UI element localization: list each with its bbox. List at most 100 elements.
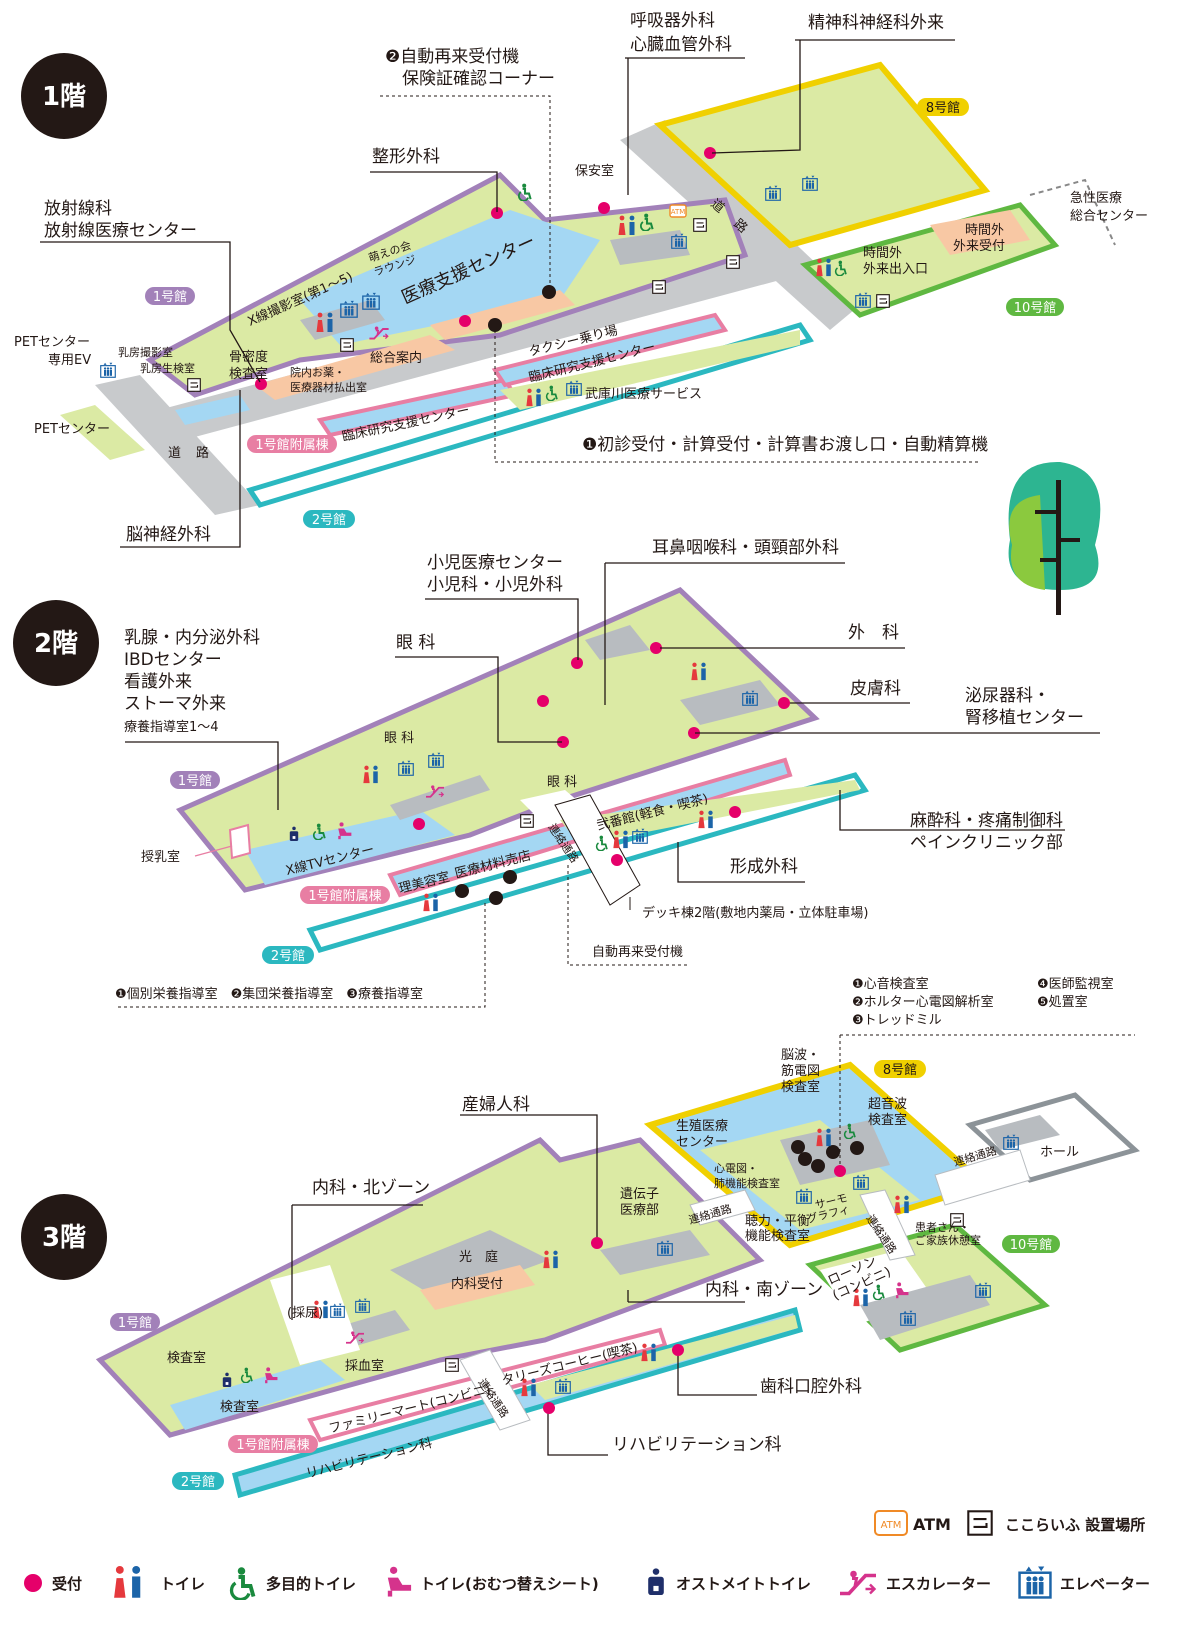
legend-toilet-icon <box>114 1565 141 1598</box>
kokoraifu-icon <box>445 1358 459 1372</box>
callout-urology-2: 腎移植センター <box>965 708 1084 728</box>
room-hearing-1: 聴力・平衡 <box>745 1214 810 1229</box>
reception-dot <box>491 207 503 219</box>
callout-cardio: 心臓血管外科 <box>630 35 732 55</box>
reception-dot <box>672 1344 684 1356</box>
reception-dot <box>704 147 716 159</box>
callout-heart-tests: ❶心音検査室 <box>852 976 929 992</box>
room-pet: PETセンター <box>34 422 110 437</box>
callout-breast-5: 療養指導室1～4 <box>124 719 219 735</box>
floor-1-badge-label: 1階 <box>42 82 86 112</box>
callout-first-visit: ❶初診受付・計算受付・計算書お渡し口・自動精算機 <box>582 435 988 455</box>
callout-ultrasound-2: 検査室 <box>868 1112 907 1128</box>
room-after-hours-reception-2: 外来受付 <box>953 239 1005 254</box>
callout-breast-1: 乳腺・内分泌外科 <box>124 628 260 648</box>
road <box>95 375 260 515</box>
legend-elevator: エレベーター <box>1060 1575 1150 1593</box>
building-badge <box>110 1313 160 1331</box>
reception-dot <box>571 657 583 669</box>
callout-auto-reception-2: 保険証確認コーナー <box>402 69 555 89</box>
reception-dot <box>611 854 623 866</box>
corridor <box>934 1149 1031 1206</box>
kokoraifu-icon <box>520 814 534 828</box>
building-2-inner <box>530 1315 798 1400</box>
gray-core <box>390 1230 550 1300</box>
reception-dot <box>255 378 267 390</box>
building-badge-label: 1号館附属棟 <box>236 1438 309 1453</box>
callout-lines <box>291 1114 757 1456</box>
marker-1 <box>488 318 502 332</box>
legend-ostomate: オストメイトトイレ <box>676 1575 811 1593</box>
room-blood: 採血室 <box>345 1358 384 1374</box>
room-genetic-1: 遺伝子 <box>620 1187 659 1202</box>
reception-dot <box>537 695 549 707</box>
marker-5 <box>850 1141 864 1155</box>
legend-atm-icon-label: ATM <box>881 1520 902 1531</box>
callout-ultrasound-1: 超音波 <box>868 1096 907 1112</box>
callout-auto-reception: 自動再来受付機 <box>592 945 683 960</box>
xray-tv-area <box>245 810 455 885</box>
tree-illustration <box>1008 461 1101 615</box>
room-security: 保安室 <box>575 163 614 179</box>
nursing-room-line <box>194 845 233 857</box>
legend-reception-dot <box>24 1574 42 1592</box>
legend-reception: 受付 <box>52 1575 82 1593</box>
legend-multi-toilet: 多目的トイレ <box>266 1575 356 1593</box>
callout-respiratory: 呼吸器外科 <box>630 11 715 31</box>
callout-lines-dashed <box>380 95 980 463</box>
room-courtyard: 光 庭 <box>459 1249 498 1265</box>
room-pet-ev-1: PETセンター <box>14 335 90 350</box>
corridor <box>459 1349 531 1431</box>
room-pharmacy-2: 医療器材払出室 <box>290 380 367 394</box>
callout-eeg-3: 検査室 <box>781 1079 820 1095</box>
building-badge-label: 2号館 <box>271 949 305 964</box>
callout-anesthesia-2: ペインクリニック部 <box>910 833 1063 853</box>
callout-derma: 皮膚科 <box>850 679 901 699</box>
callout-breast-3: 看護外来 <box>124 672 192 692</box>
callout-emergency-2: 総合センター <box>1070 209 1148 224</box>
gray-core <box>390 775 490 820</box>
building-badge <box>262 946 314 964</box>
callout-lines-dashed <box>115 865 690 1008</box>
legend-toilet: トイレ <box>160 1575 205 1593</box>
callout-psych: 精神科神経科外来 <box>808 13 944 33</box>
building-badge-label: 10号館 <box>1010 1238 1053 1253</box>
reception-dot <box>413 818 425 830</box>
room-mukogawa: 武庫川医療サービス <box>585 387 702 402</box>
callout-treadmill: ❸トレッドミル <box>852 1013 942 1028</box>
kokoraifu-icon <box>876 294 890 308</box>
kokoraifu-icon <box>693 218 707 232</box>
floor-2: 2階 <box>13 538 1100 1008</box>
gray-core <box>610 230 690 265</box>
road <box>140 250 780 445</box>
elevator-icon <box>100 362 116 378</box>
floor-1: 1階 <box>14 11 1148 548</box>
building-badge <box>917 98 969 116</box>
kokoraifu-icon <box>726 255 740 269</box>
callout-nursing-room: 授乳室 <box>141 849 180 865</box>
callout-neurosurgery: 脳神経外科 <box>126 525 211 545</box>
building-badge <box>172 1472 224 1490</box>
building-badge-label: 8号館 <box>926 101 960 116</box>
callout-radiology-2: 放射線医療センター <box>44 221 197 241</box>
legend-kokoraifu: ここらいふ 設置場所 <box>1005 1516 1145 1534</box>
marker-1 <box>503 870 517 884</box>
building-8[interactable] <box>653 61 991 249</box>
callout-breast-2: IBDセンター <box>124 650 222 670</box>
blue-exam-area <box>170 1360 345 1430</box>
kokoraifu-icon <box>340 338 354 352</box>
reception-dot <box>650 642 662 654</box>
marker-3 <box>811 1159 825 1173</box>
building-badge-label: 1号館 <box>118 1316 152 1331</box>
emergency-center-outline <box>1029 178 1116 246</box>
room-pet-ev-2: 専用EV <box>48 353 91 368</box>
orange-ring <box>228 823 252 860</box>
legend-ostomate-icon <box>648 1568 664 1595</box>
internal-reception-area <box>420 1265 535 1310</box>
callout-internal-south: 内科・南ゾーン <box>705 1280 823 1300</box>
room-general-info: 総合案内 <box>370 350 422 366</box>
building-badge <box>1002 1235 1060 1253</box>
building-1-annex-east[interactable] <box>491 312 729 388</box>
marker-2 <box>455 884 469 898</box>
room-pharmacy-1: 院内お薬・ <box>290 365 345 379</box>
